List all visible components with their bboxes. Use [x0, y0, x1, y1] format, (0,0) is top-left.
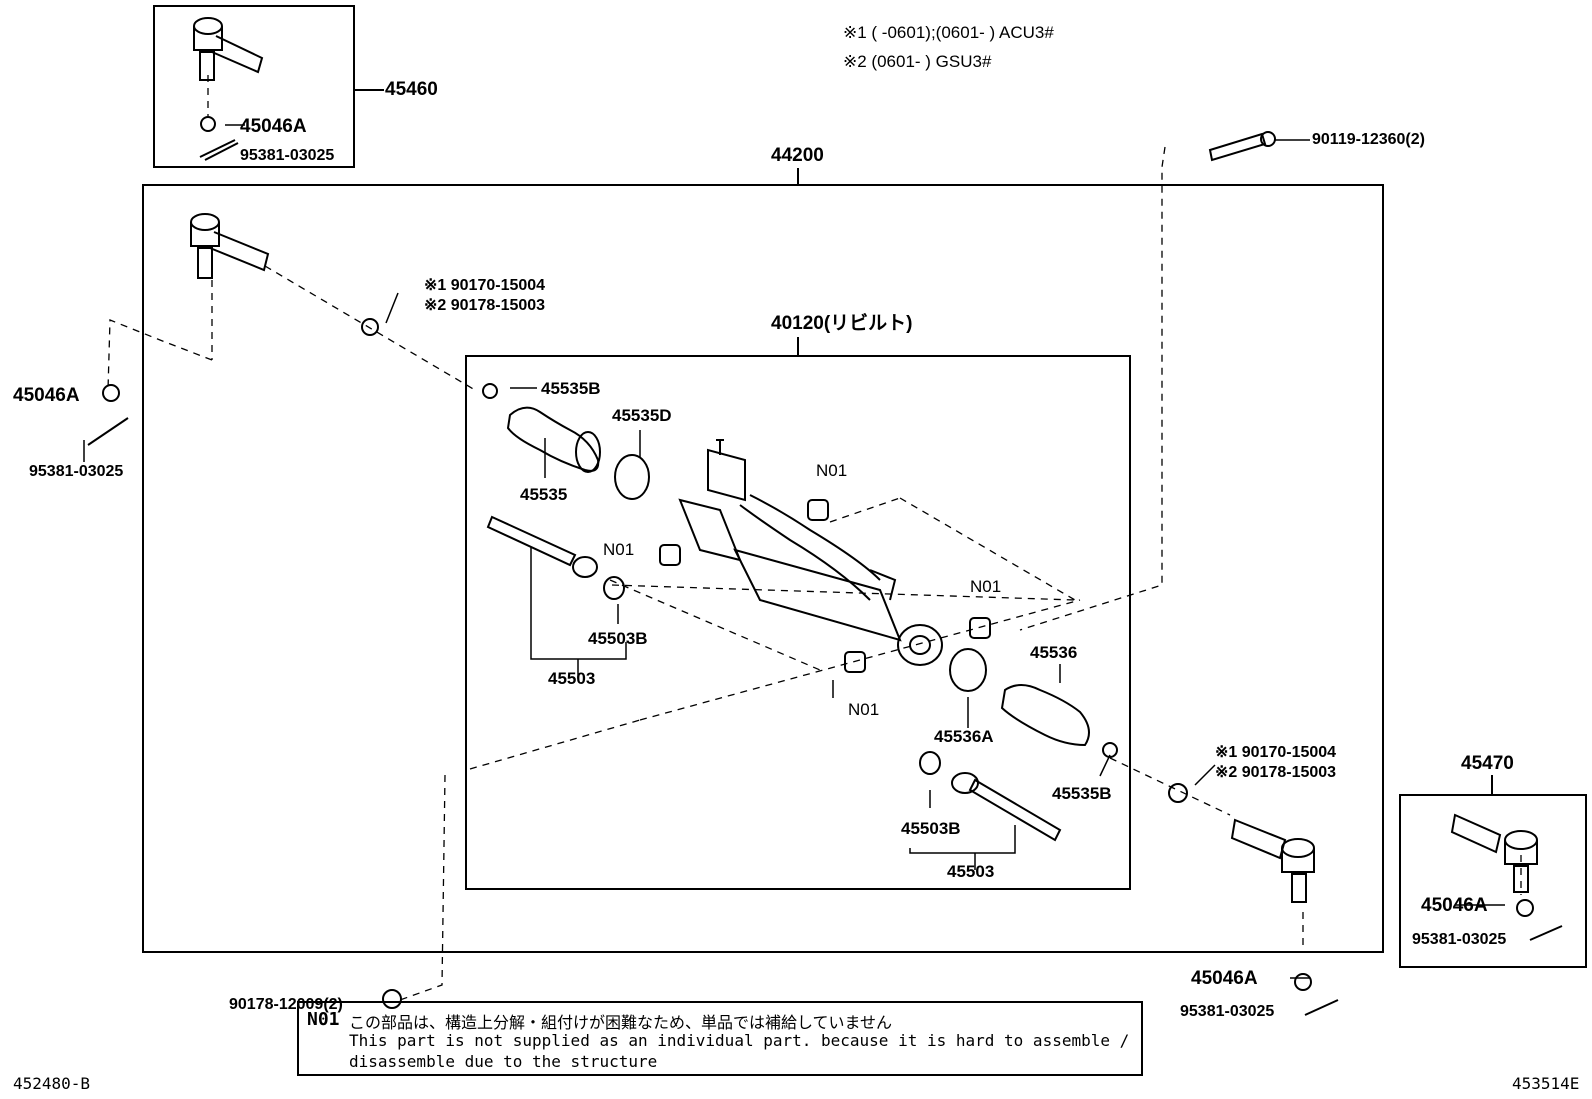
part-label-45503-right[interactable]: 45503 [947, 862, 995, 881]
n01-note-english-line2: disassemble due to the structure [349, 1052, 658, 1071]
part-label-90119[interactable]: 90119-12360(2) [1312, 131, 1425, 148]
part-label-45536a[interactable]: 45536A [934, 727, 994, 746]
part-label-45046a-left[interactable]: 45046A [13, 385, 80, 406]
tie-rod-end-right-sketch [1168, 783, 1339, 1016]
tie-rod-45503-left-sketch [486, 515, 625, 600]
n01-label-b[interactable]: N01 [603, 540, 635, 559]
part-label-40120[interactable]: 40120(リビルト) [771, 313, 913, 334]
n01-note-code: N01 [307, 1009, 340, 1030]
n01-label-a[interactable]: N01 [816, 461, 848, 480]
nut-left-label-1[interactable]: ※1 90170-15004 [424, 277, 546, 294]
part-label-95381-box[interactable]: 95381-03025 [1412, 931, 1507, 948]
n01-note-box: N01 この部品は、構造上分解・組付けが困難なため、単品では補給していません T… [297, 1001, 1143, 1076]
part-label-90178[interactable]: 90178-12009(2) [229, 996, 343, 1013]
part-label-45046a-box[interactable]: 45046A [1421, 895, 1488, 916]
part-label-95381-left[interactable]: 95381-03025 [29, 463, 124, 480]
frame-40120 [465, 355, 1131, 890]
tie-rod-45503-right-sketch [919, 751, 1062, 842]
n01-note-japanese: この部品は、構造上分解・組付けが困難なため、単品では補給していません [349, 1013, 893, 1032]
legend-line-1: ※1 ( -0601);(0601- ) ACU3# [843, 23, 1054, 42]
tie-rod-end-45460-sketch [193, 17, 264, 161]
legend-line-2: ※2 (0601- ) GSU3# [843, 52, 992, 71]
boot-45536-sketch [949, 648, 1118, 758]
part-label-45535d[interactable]: 45535D [612, 406, 672, 425]
part-label-45535b-top[interactable]: 45535B [541, 379, 601, 398]
part-label-44200[interactable]: 44200 [771, 145, 824, 166]
bolt-90178-sketch [382, 989, 402, 1009]
nut-right-label-2[interactable]: ※2 90178-15003 [1215, 764, 1337, 781]
tie-rod-end-left-sketch [87, 213, 379, 446]
part-label-45503-left[interactable]: 45503 [548, 669, 596, 688]
part-label-45503b-right[interactable]: 45503B [901, 819, 961, 838]
n01-label-d[interactable]: N01 [848, 700, 880, 719]
footer-left-code: 452480-B [13, 1074, 91, 1093]
nut-right-label-1[interactable]: ※1 90170-15004 [1215, 744, 1337, 761]
part-label-45535[interactable]: 45535 [520, 485, 568, 504]
boot-45535-sketch [482, 383, 650, 500]
footer-right-code: 453514E [1512, 1074, 1580, 1093]
part-label-95381-bottom[interactable]: 95381-03025 [1180, 1003, 1275, 1020]
part-label-95381-top[interactable]: 95381-03025 [240, 147, 335, 164]
frame-45460 [153, 5, 355, 168]
part-label-45503b-left[interactable]: 45503B [588, 629, 648, 648]
steering-gear-rack-sketch [659, 439, 991, 673]
part-label-45460[interactable]: 45460 [385, 79, 438, 100]
part-label-45536[interactable]: 45536 [1030, 643, 1078, 662]
n01-note-english-line1: This part is not supplied as an individu… [349, 1031, 1130, 1050]
bolt-90119-sketch [1208, 131, 1276, 162]
part-label-45046a-bottom[interactable]: 45046A [1191, 968, 1258, 989]
tie-rod-end-45470-sketch [1450, 813, 1563, 941]
part-label-45046a-top[interactable]: 45046A [240, 116, 307, 137]
part-label-45535b-bottom[interactable]: 45535B [1052, 784, 1112, 803]
frame-44200 [142, 184, 1384, 953]
nut-left-label-2[interactable]: ※2 90178-15003 [424, 297, 546, 314]
part-label-45470[interactable]: 45470 [1461, 753, 1514, 774]
n01-label-c[interactable]: N01 [970, 577, 1002, 596]
